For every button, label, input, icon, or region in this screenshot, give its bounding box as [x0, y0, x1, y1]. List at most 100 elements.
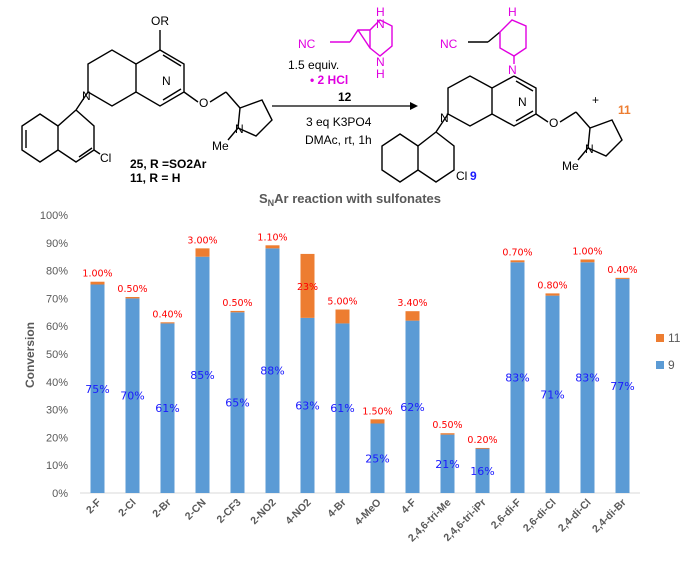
x-tick-label: 2-Br: [150, 497, 173, 520]
y-tick-label: 90%: [46, 238, 68, 250]
bar-9: [475, 448, 490, 493]
bar-11: [300, 253, 315, 318]
x-tick-label: 4-MeO: [352, 497, 383, 528]
reagent-salt: • 2 HCl: [310, 73, 348, 87]
bar-9: [405, 320, 420, 493]
condition-base: 3 eq K3PO4: [306, 115, 372, 129]
data-label-9: 62%: [400, 401, 424, 414]
bar-11: [545, 293, 560, 296]
x-tick-label: 2-CN: [183, 497, 209, 523]
x-tick-label: 2-F: [84, 496, 104, 516]
reagent-nitrile-label: NC: [298, 37, 316, 51]
data-label-11: 1.50%: [362, 406, 392, 417]
y-tick-label: 20%: [46, 432, 68, 444]
ether-o-label: O: [199, 96, 208, 110]
data-label-11: 3.40%: [397, 298, 427, 309]
x-tick-label: 2-Cl: [116, 497, 139, 520]
data-label-9: 83%: [575, 372, 599, 385]
data-label-9: 61%: [330, 402, 354, 415]
bar-9: [195, 256, 210, 493]
bar-9: [580, 262, 595, 493]
starting-material-structure: [21, 30, 273, 163]
data-label-11: 3.00%: [187, 235, 217, 246]
product-pyrimidine-n-label: N: [518, 95, 527, 109]
bar-9: [125, 298, 140, 493]
x-tick-label: 4-F: [399, 496, 419, 516]
data-label-9: 25%: [365, 452, 389, 465]
y-axis-label: Conversion: [23, 322, 37, 388]
bar-9: [300, 317, 315, 493]
data-label-11: 0.50%: [117, 284, 147, 295]
product-structure: [381, 19, 623, 183]
y-tick-label: 100%: [40, 210, 68, 222]
bar-9: [90, 284, 105, 493]
data-label-11: 0.40%: [152, 309, 182, 320]
amine-n-label: N: [82, 89, 91, 103]
product-methyl-label: Me: [562, 159, 579, 173]
methyl-label: Me: [212, 139, 229, 153]
data-label-11: 5.00%: [327, 297, 357, 308]
reaction-scheme: OR N N O Cl N Me 25, R =SO2Ar 11, R = H …: [21, 5, 631, 185]
legend-label-11: 11: [668, 331, 681, 345]
y-tick-label: 50%: [46, 349, 68, 361]
bar-9: [510, 262, 525, 493]
data-label-9: 65%: [225, 397, 249, 410]
y-tick-label: 80%: [46, 266, 68, 278]
legend: 11 9: [656, 331, 681, 372]
data-label-11: 1.00%: [82, 269, 112, 280]
bar-9: [265, 248, 280, 493]
y-tick-label: 10%: [46, 460, 68, 472]
data-label-11: 0.80%: [537, 280, 567, 291]
chart-title: SNAr reaction with sulfonates: [259, 191, 441, 208]
bar-11: [510, 260, 525, 263]
reagent-n2-label: N: [376, 55, 385, 69]
data-label-11: 1.00%: [572, 246, 602, 257]
byproduct-number: 11: [618, 103, 631, 117]
data-label-11: 23%: [297, 282, 318, 293]
reagent-structure: [330, 19, 393, 57]
x-tick-label: 4-NO2: [283, 497, 313, 527]
data-label-11: 0.40%: [607, 265, 637, 276]
plus-sign: +: [592, 93, 599, 107]
data-label-11: 0.20%: [467, 435, 497, 446]
data-label-9: 61%: [155, 402, 179, 415]
or-label: OR: [151, 14, 169, 28]
x-tick-label: 2,6-di-F: [489, 496, 524, 531]
bar-11: [160, 322, 175, 324]
data-label-11: 0.50%: [432, 420, 462, 431]
product-piperazine-n-label: N: [508, 63, 517, 77]
x-tick-label: 2,4-di-Cl: [556, 497, 594, 535]
bar-11: [580, 259, 595, 263]
bar-series: 75% 1.00% 70% 0.50% 61% 0.40% 85% 3.00% 65% 0.50%…: [82, 232, 638, 493]
data-label-9: 75%: [85, 383, 109, 396]
reagent-number: 12: [338, 90, 352, 104]
data-label-9: 21%: [435, 458, 459, 471]
data-label-11: 0.70%: [502, 247, 532, 258]
pyrimidine-n-label: N: [162, 74, 171, 88]
data-label-9: 85%: [190, 369, 214, 382]
product-number: 9: [470, 169, 477, 183]
bar-11: [335, 309, 350, 324]
x-tick-label: 4-Br: [325, 497, 348, 520]
bar-11: [440, 433, 455, 435]
data-label-9: 70%: [120, 390, 144, 403]
reagent-h2-label: H: [376, 67, 385, 81]
product-h-label: H: [508, 5, 517, 19]
y-tick-label: 40%: [46, 377, 68, 389]
bar-11: [125, 297, 140, 299]
data-label-9: 71%: [540, 388, 564, 401]
data-label-9: 77%: [610, 380, 634, 393]
bar-9: [545, 295, 560, 493]
bar-11: [615, 277, 630, 279]
legend-label-9: 9: [668, 358, 675, 372]
product-pyrrolidine-n-label: N: [585, 142, 594, 156]
bar-11: [265, 245, 280, 249]
bar-9: [615, 278, 630, 493]
bar-11: [90, 281, 105, 285]
x-tick-label: 2,4-di-Br: [590, 497, 629, 536]
data-label-9: 16%: [470, 465, 494, 478]
legend-swatch-11: [656, 334, 664, 342]
reagent-h1-label: H: [376, 5, 385, 19]
